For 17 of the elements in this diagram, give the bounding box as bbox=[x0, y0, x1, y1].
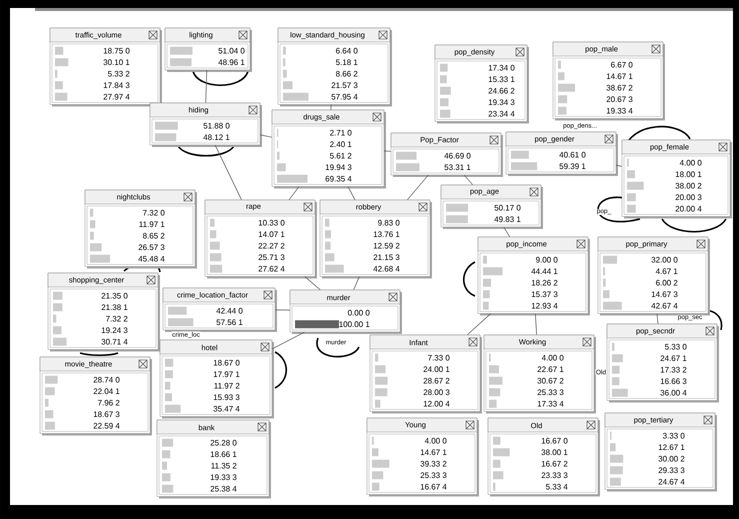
connector-line bbox=[214, 144, 242, 200]
connector-line bbox=[304, 276, 321, 290]
connector-line bbox=[272, 332, 305, 350]
connector-line bbox=[616, 164, 622, 167]
connector-line bbox=[407, 174, 428, 200]
connector-line bbox=[467, 313, 491, 336]
connector-line bbox=[535, 313, 537, 336]
connector-line bbox=[348, 186, 356, 200]
connector-line bbox=[330, 104, 332, 110]
connector-line bbox=[504, 226, 510, 238]
connector-line bbox=[384, 150, 392, 152]
connector-line bbox=[260, 134, 272, 138]
connector-line bbox=[464, 174, 474, 186]
connector-line bbox=[353, 276, 360, 290]
connector-line bbox=[656, 313, 658, 324]
connector-line bbox=[288, 186, 300, 200]
connector-line bbox=[205, 70, 208, 104]
